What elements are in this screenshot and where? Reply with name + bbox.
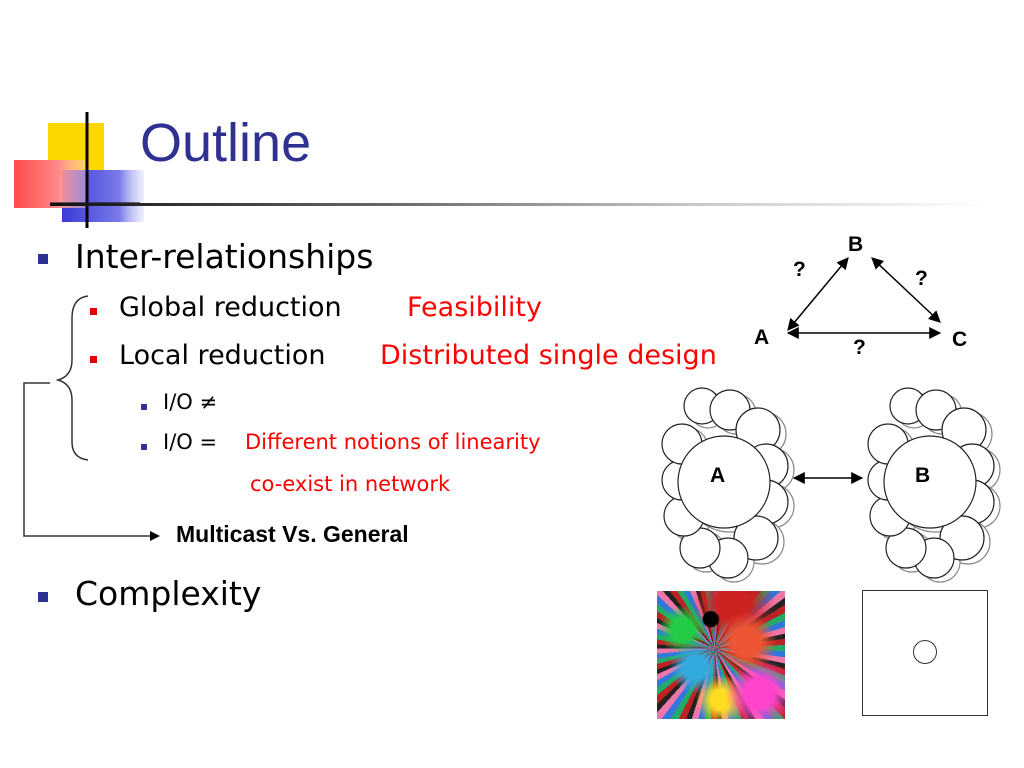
- bullet-local-reduction: Local reduction: [119, 340, 326, 371]
- title-underline: [50, 203, 990, 206]
- bullet-marker: [90, 308, 97, 315]
- bullet-io-equal: I/O =: [163, 430, 218, 454]
- fractal-image: [657, 591, 785, 719]
- multicast-vs-general: Multicast Vs. General: [176, 521, 409, 547]
- edge-a-c-label: ?: [853, 336, 866, 359]
- slide-logo: [14, 112, 144, 228]
- bullet-complexity: Complexity: [75, 574, 262, 613]
- reduction-brace: [23, 295, 160, 541]
- bullet-marker: [141, 404, 147, 410]
- bullet-marker: [38, 592, 48, 602]
- circle-in-square: [913, 640, 937, 664]
- logo-red-block: [14, 160, 88, 208]
- node-a-label: A: [754, 326, 770, 349]
- bullet-global-reduction: Global reduction: [119, 292, 342, 323]
- triangle-diagram: [786, 257, 942, 339]
- io-equal-note-continued: co-exist in network: [250, 472, 451, 496]
- global-reduction-note: Feasibility: [407, 292, 542, 323]
- edge-b-c-label: ?: [915, 267, 928, 290]
- bullet-marker: [141, 444, 147, 450]
- edge-b-c: [871, 257, 941, 323]
- io-equal-note: Different notions of linearity: [245, 430, 541, 454]
- local-reduction-note: Distributed single design: [380, 340, 717, 371]
- slide-title: Outline: [140, 113, 312, 173]
- cloud-a-label: A: [710, 464, 726, 487]
- bullet-io-not-equal: I/O ≠: [163, 390, 218, 414]
- cloud-b-label: B: [915, 464, 931, 487]
- edge-a-b-label: ?: [793, 258, 806, 281]
- bullet-inter-relationships: Inter-relationships: [75, 237, 374, 276]
- square-figure: [862, 590, 988, 716]
- bullet-marker: [38, 254, 48, 264]
- cloud-b: [867, 387, 995, 579]
- edge-a-b: [787, 257, 849, 331]
- node-b-label: B: [848, 233, 864, 256]
- node-c-label: C: [952, 328, 968, 351]
- cloud-diagram: [661, 387, 1001, 583]
- bullet-marker: [90, 356, 97, 363]
